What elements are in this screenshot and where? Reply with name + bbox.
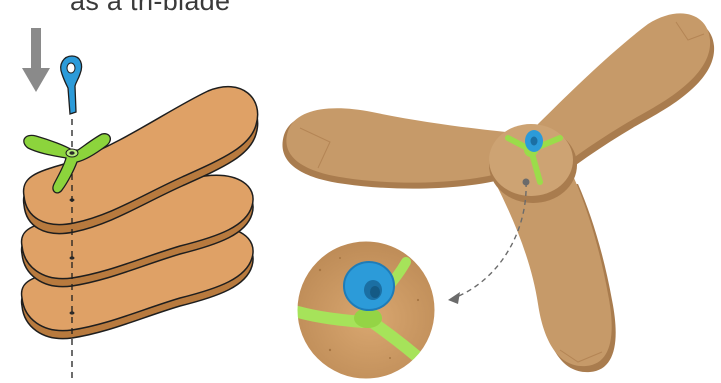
cardboard-blade-left (282, 108, 515, 188)
blue-washer-photo (525, 130, 543, 152)
zoom-detail (290, 236, 450, 383)
exploded-assembly (22, 28, 258, 380)
callout-arrowhead (448, 292, 460, 304)
cardboard-blade-bottom (496, 178, 616, 372)
down-arrow-icon (22, 28, 50, 92)
blue-pin-icon (61, 56, 82, 114)
